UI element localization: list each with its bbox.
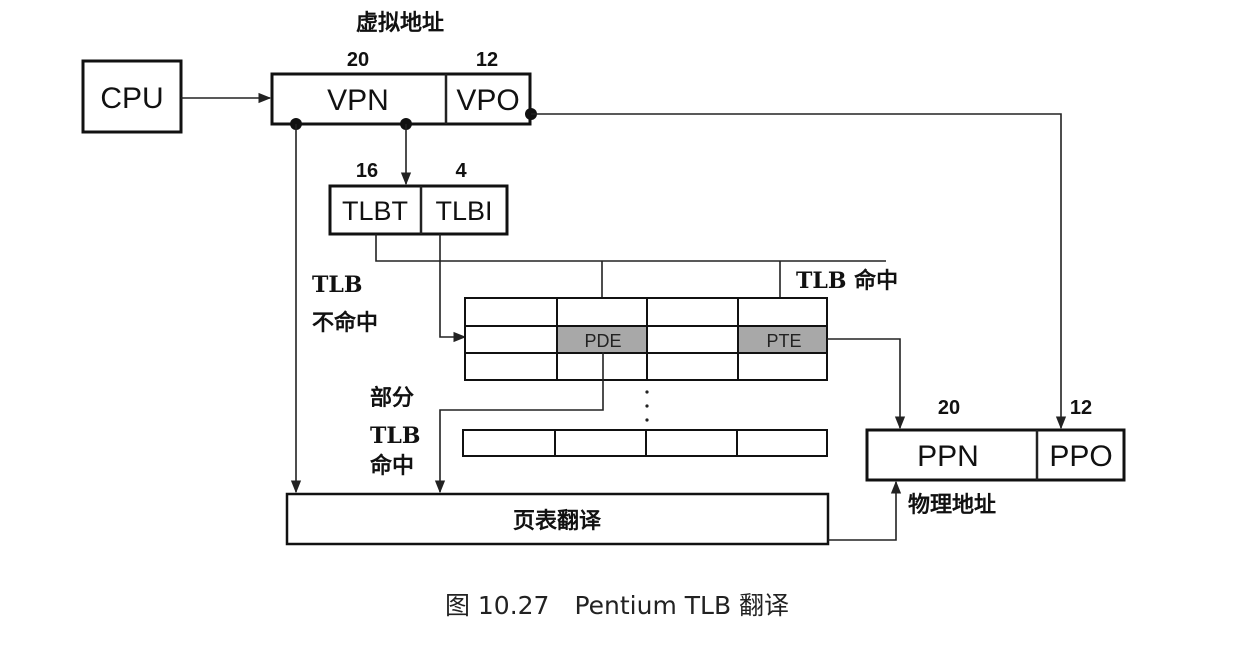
svg-text:不命中: 不命中 — [312, 310, 378, 336]
tlb-set-grid: PDE PTE — [464, 297, 828, 381]
tlb-miss-label: TLB 不命中 — [312, 272, 378, 336]
figure-caption: 图 10.27 Pentium TLB 翻译 — [445, 591, 789, 620]
svg-text:TLB: TLB — [370, 423, 420, 449]
cpu-label: CPU — [100, 82, 163, 115]
vpn-bit-count: 20 — [347, 49, 369, 71]
partial-tlb-hit-label: 部分 TLB 命中 — [370, 385, 420, 479]
pde-label: PDE — [584, 331, 621, 351]
pde-entry — [558, 327, 646, 352]
tlbi-to-set-arrow — [439, 234, 467, 343]
physical-address-register: PPN PPO — [865, 428, 1126, 482]
vpo-to-ppo-arrow — [531, 113, 1067, 430]
tlbt-bit-count: 16 — [356, 160, 378, 182]
tlb-hit-label: TLB 命中 — [796, 268, 898, 294]
page-walk-to-ppn-arrow — [828, 480, 902, 541]
tlbt-field: TLBT — [342, 196, 408, 226]
pte-entry — [739, 327, 826, 352]
page-table-translation-label: 页表翻译 — [513, 508, 602, 534]
vpo-bit-count: 12 — [476, 49, 498, 71]
ppn-field: PPN — [917, 440, 979, 473]
svg-text:TLB: TLB — [312, 272, 362, 298]
vpn-field: VPN — [327, 84, 389, 117]
ppo-field: PPO — [1049, 440, 1112, 473]
tlbi-bit-count: 4 — [455, 160, 467, 182]
physical-address-label: 物理地址 — [908, 492, 996, 518]
virtual-address-register: VPN VPO — [270, 72, 532, 126]
cpu-box: CPU — [81, 59, 183, 134]
pde-to-page-walk-arrow — [434, 352, 604, 494]
tlb-index-register: TLBT TLBI — [328, 184, 509, 236]
svg-text:部分: 部分 — [370, 385, 414, 411]
ppn-bit-count: 20 — [938, 397, 960, 419]
more-sets-ellipsis — [645, 390, 649, 422]
tlbt-bus — [375, 234, 886, 262]
virtual-address-label: 虚拟地址 — [356, 10, 444, 36]
tlbi-field: TLBI — [435, 196, 492, 226]
pte-label: PTE — [766, 331, 801, 351]
pte-to-ppn-arrow — [827, 338, 906, 430]
ppo-bit-count: 12 — [1070, 397, 1092, 419]
vpo-field: VPO — [456, 84, 519, 117]
page-table-translation-box: 页表翻译 — [285, 492, 830, 546]
svg-text:命中: 命中 — [370, 453, 414, 479]
tlb-last-set-row — [462, 429, 828, 457]
